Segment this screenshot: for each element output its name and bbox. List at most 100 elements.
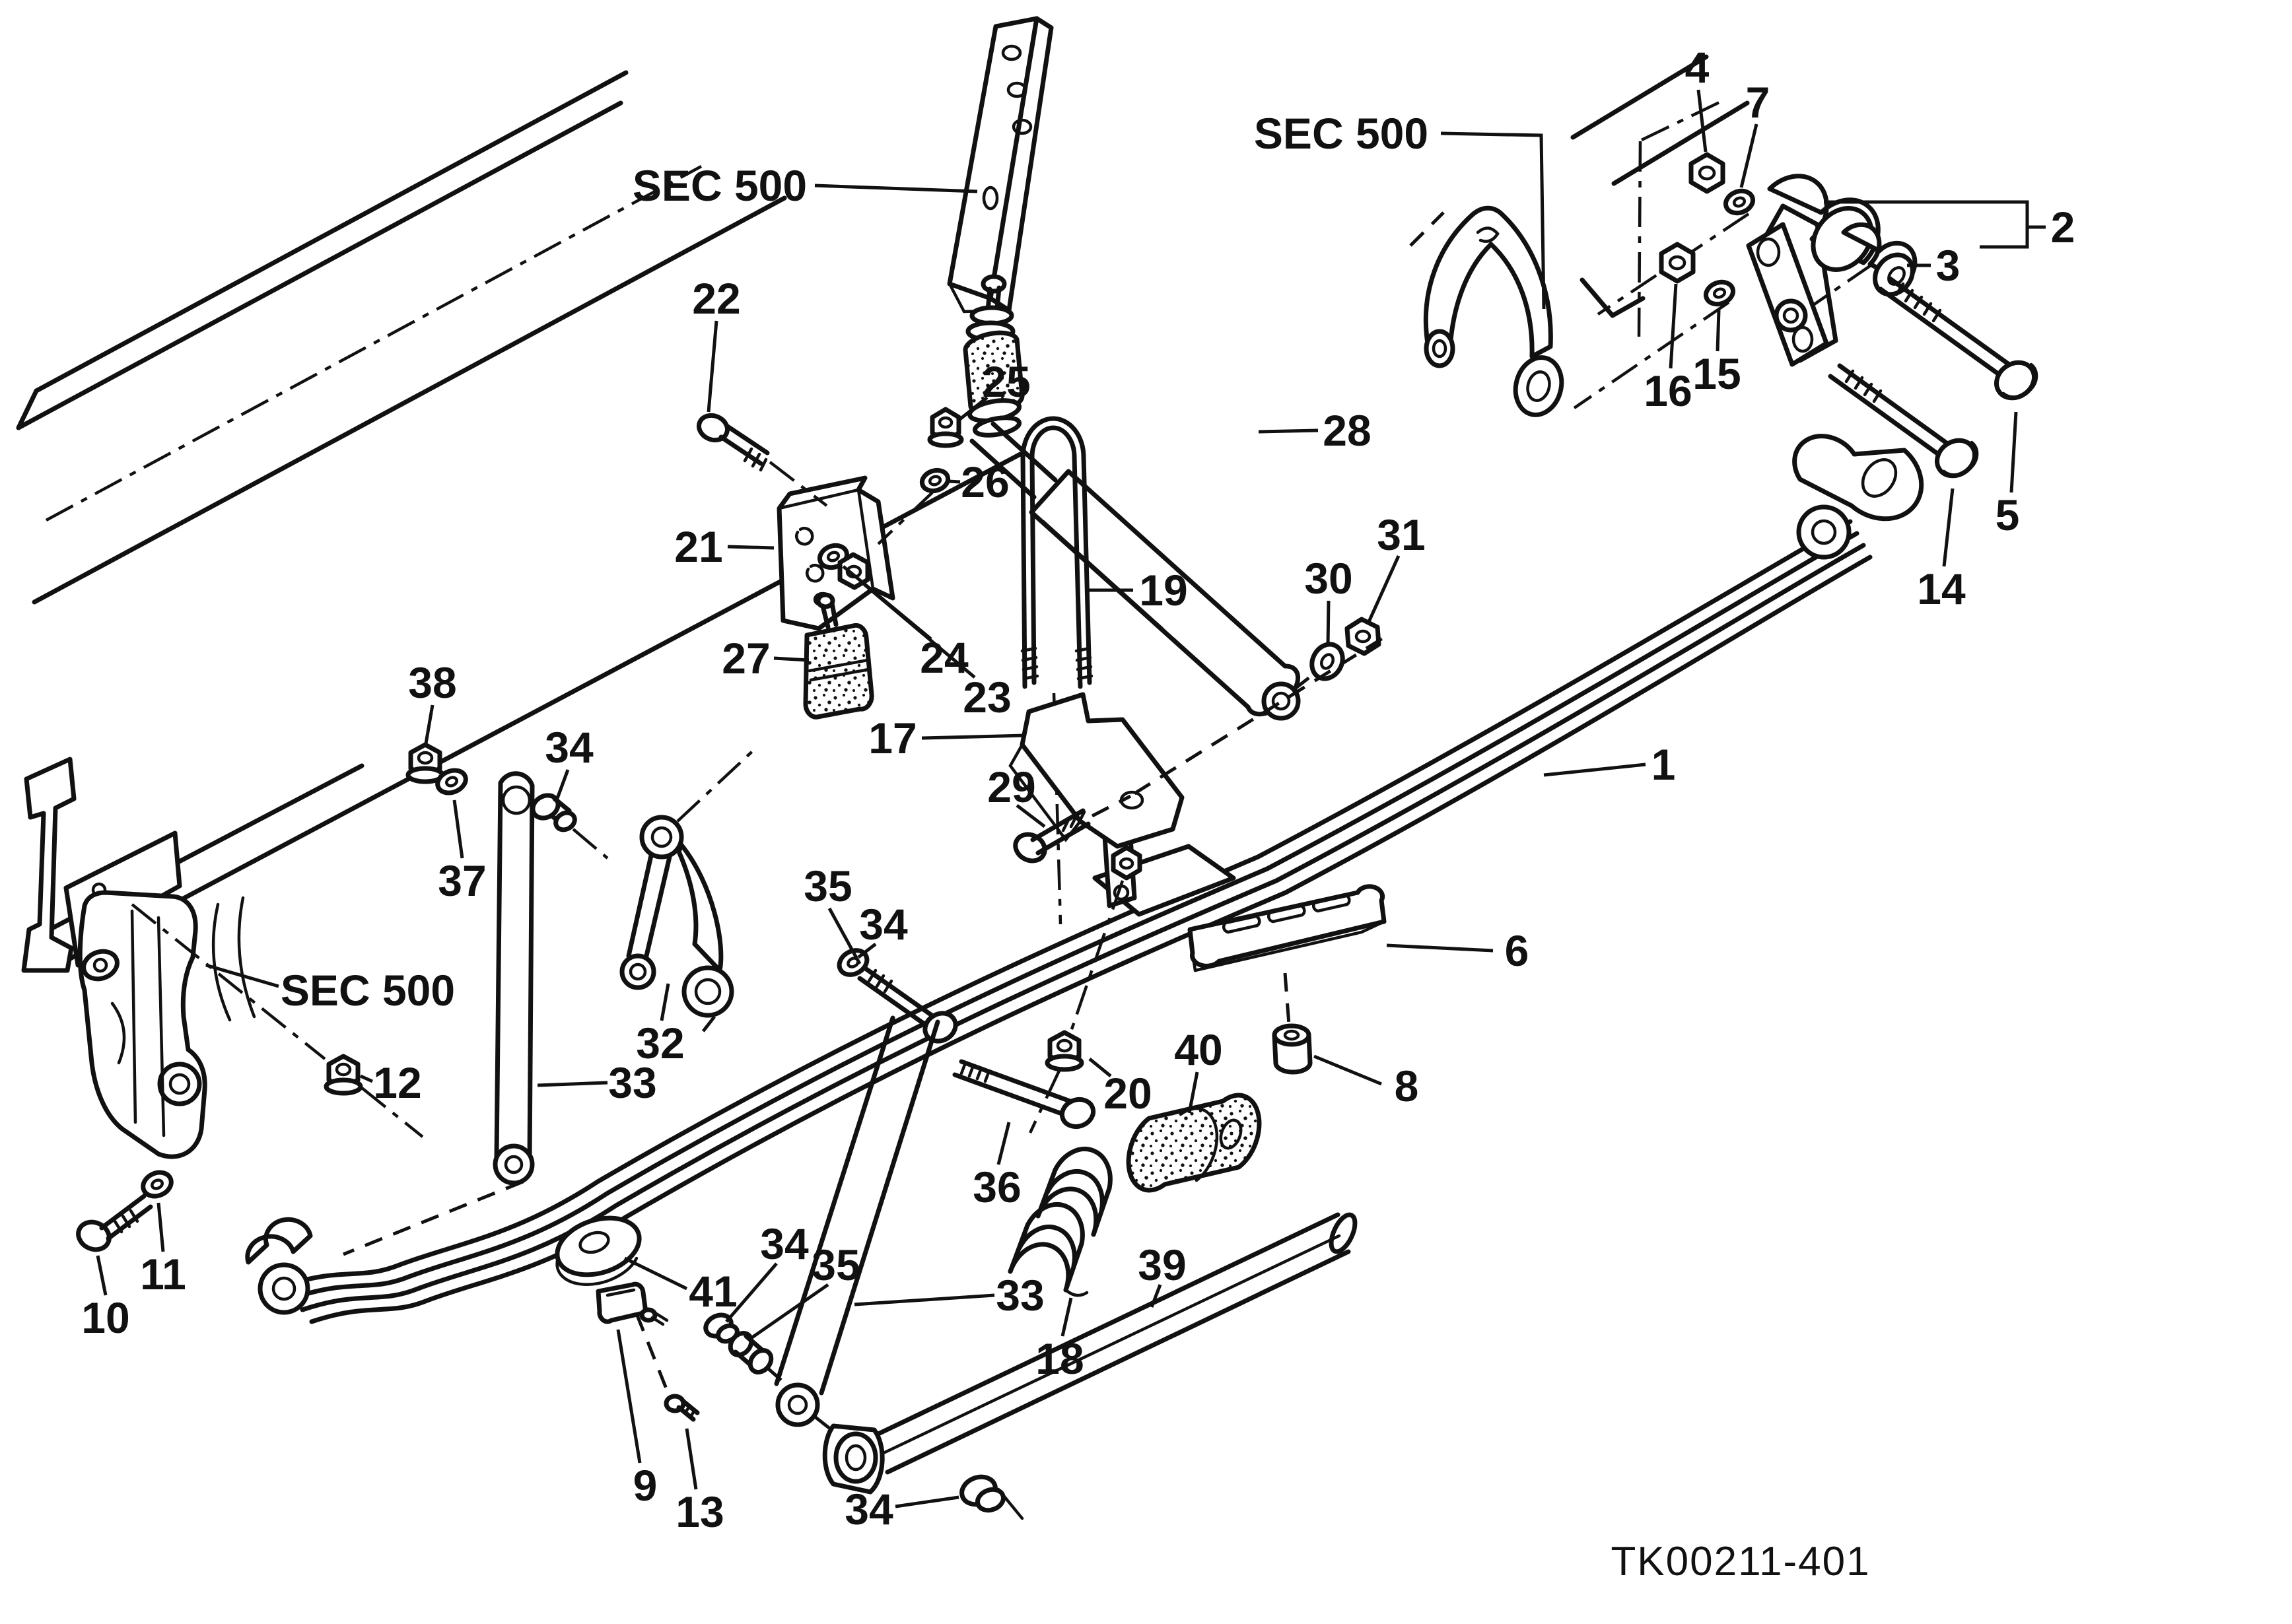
leader-line-34-1 (555, 769, 570, 801)
leader-line-7 (1739, 123, 1758, 188)
callout-1: 1 (1651, 740, 1676, 789)
callout-17: 17 (868, 714, 917, 762)
frame-rail-end-channel (21, 757, 77, 973)
callout-18: 18 (1035, 1334, 1084, 1383)
leader-line-5 (2009, 411, 2018, 493)
bolt-35-mid (857, 966, 958, 1044)
callout-sec500-b: SEC 500 (1254, 109, 1428, 158)
callout-20: 20 (1103, 1069, 1152, 1118)
callout-40: 40 (1174, 1025, 1222, 1074)
leader-line-8 (1313, 1054, 1382, 1086)
sleeve-35-rear (728, 1331, 791, 1389)
torque-link-32 (619, 745, 759, 1042)
callout-sec500-a: SEC 500 (633, 161, 807, 210)
bump-stop-6 (1187, 884, 1387, 972)
leader-line-16 (1669, 283, 1678, 369)
leader-line-6 (1386, 943, 1494, 953)
leader-line-14 (1942, 488, 1955, 567)
callout-32: 32 (636, 1019, 684, 1067)
washer-7 (1723, 188, 1755, 216)
callout-37: 37 (438, 856, 486, 905)
shock-nut-31 (1344, 617, 1381, 656)
leader-line-33-1 (537, 1081, 608, 1087)
group-bracket-0 (1824, 200, 2029, 249)
callout-13: 13 (676, 1487, 724, 1536)
u-bolt-19 (1020, 416, 1094, 925)
leader-line-15 (1716, 310, 1721, 352)
drawing-number: TK00211-401 (1611, 1539, 1870, 1584)
leader-line-1 (1543, 762, 1646, 777)
callout-41: 41 (689, 1267, 737, 1316)
callout-28: 28 (1323, 406, 1371, 455)
bushing-halves-18 (1008, 1147, 1113, 1297)
leader-line-41 (623, 1256, 688, 1291)
callout-21: 21 (674, 522, 722, 571)
leader-line-4 (1696, 89, 1708, 152)
leader-line-35-1 (827, 907, 862, 965)
spring-front-eye (258, 1262, 310, 1315)
callout-34-2: 34 (859, 900, 908, 949)
leader-line-40 (1187, 1071, 1199, 1114)
callout-27: 27 (722, 634, 770, 683)
front-hanger-bracket (77, 890, 424, 1159)
bushing-34-front (530, 793, 609, 860)
leader-line-sec500-c (205, 963, 279, 988)
callout-30: 30 (1304, 554, 1352, 603)
callout-39: 39 (1138, 1240, 1186, 1289)
washer-26 (877, 467, 951, 545)
callout-36: 36 (973, 1163, 1021, 1211)
shock-lower-eye (1261, 681, 1301, 721)
callout-8: 8 (1395, 1062, 1419, 1110)
callout-33-2: 33 (996, 1271, 1044, 1320)
washer-15 (1704, 279, 1735, 307)
leader-line-38 (424, 704, 434, 744)
nut-25 (927, 407, 964, 448)
callout-11: 11 (140, 1250, 186, 1299)
stabilizer-bar (822, 1212, 1358, 1495)
leader-line-30 (1326, 600, 1331, 646)
callout-33-1: 33 (608, 1058, 656, 1107)
washer-37 (435, 768, 468, 795)
callout-23: 23 (963, 673, 1011, 722)
leader-line-33-2 (854, 1293, 995, 1306)
leader-line-35-2 (749, 1283, 829, 1341)
leader-line-10 (96, 1255, 108, 1296)
screw-13 (664, 1394, 700, 1422)
spring-center-nut (1111, 845, 1142, 881)
callout-14: 14 (1917, 564, 1966, 613)
shackle-assembly (1573, 152, 2038, 479)
spring-rear-eye (1796, 504, 1852, 560)
leader-line-11 (156, 1202, 165, 1252)
leader-line-26 (948, 479, 961, 484)
callout-9: 9 (633, 1461, 658, 1510)
callout-16: 16 (1644, 366, 1692, 415)
leader-line-25 (956, 396, 989, 423)
leader-line-37 (452, 799, 464, 859)
callout-sec500-c: SEC 500 (281, 966, 455, 1015)
reference-bracket-lines (1824, 200, 2029, 249)
leader-line-29 (1016, 804, 1046, 828)
leader-line-39 (1150, 1284, 1162, 1308)
bushing-34-rear (703, 1312, 740, 1344)
shock-washer-30 (1309, 642, 1345, 681)
leader-line-22 (707, 320, 718, 413)
shock-upper-bracket (947, 16, 1054, 314)
callout-34-1: 34 (545, 723, 594, 772)
callout-26: 26 (961, 457, 1009, 506)
shackle-strap-front (343, 771, 535, 1256)
leader-line-17 (921, 733, 1025, 740)
leader-line-20 (1088, 1058, 1112, 1077)
shackle-strap-rear (774, 1015, 940, 1438)
clevis-bracket (1409, 54, 1750, 417)
callout-22: 22 (692, 274, 740, 323)
leader-line-sec500-a (814, 184, 978, 193)
nut-4 (1688, 152, 1725, 194)
nut-38 (405, 742, 445, 784)
callout-25: 25 (982, 357, 1030, 406)
grommet-34-rear (959, 1474, 1024, 1520)
bolt-10 (76, 1194, 153, 1252)
leader-line-13 (685, 1428, 698, 1490)
bolt-5 (1878, 276, 2038, 401)
